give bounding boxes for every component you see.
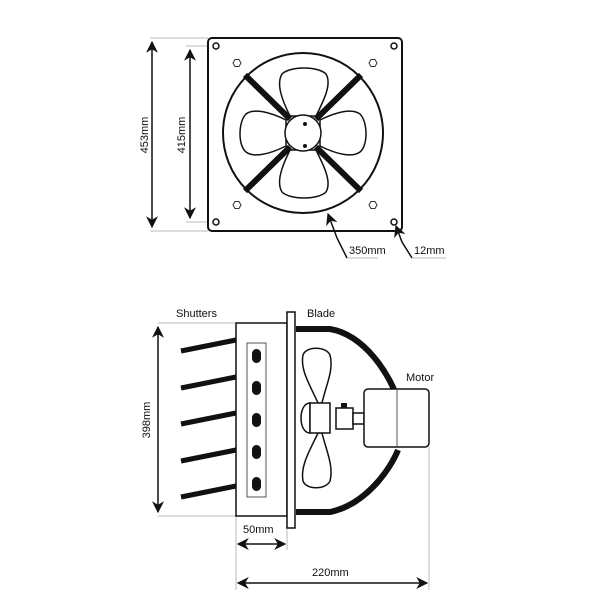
mounting-hole-icon (390, 42, 398, 50)
side-blade (300, 347, 332, 489)
side-view: Shutters Blade Motor 398mm (141, 308, 434, 590)
label-blade: Blade (307, 308, 335, 320)
hex-nut-icon (368, 59, 378, 67)
leader-arrow-12 (394, 224, 413, 259)
mounting-hole-icon (212, 42, 220, 50)
dimension-label-50: 50mm (243, 524, 274, 536)
dimension-label-12: 12mm (414, 245, 445, 257)
fan-ring (222, 52, 384, 214)
dimension-label-350: 350mm (349, 245, 386, 257)
dimension-label-220: 220mm (312, 567, 349, 579)
fan-blades (239, 67, 367, 199)
shutter-pivots (252, 349, 261, 491)
hex-nut-icon (368, 201, 378, 209)
dimension-label-453: 453mm (139, 117, 151, 154)
blade-top (278, 67, 329, 117)
blade-right (319, 110, 367, 156)
hub-screw-icon (303, 122, 307, 126)
hex-nut-icon (232, 59, 242, 67)
hub-screw-icon (303, 144, 307, 148)
blade-bottom (278, 149, 329, 199)
dimension-label-398: 398mm (141, 402, 153, 439)
mounting-hole-icon (212, 218, 220, 226)
set-screw-icon (341, 403, 347, 408)
shutter-blades (180, 337, 237, 500)
leader-arrow-350 (326, 212, 348, 259)
hex-nut-icon (232, 201, 242, 209)
guard-struts (242, 72, 364, 194)
fan-hub (284, 114, 322, 152)
mounting-hole-icon (390, 218, 398, 226)
shaft-coupling (335, 407, 354, 430)
dimension-label-415: 415mm (176, 117, 188, 154)
motor-shaft (352, 412, 365, 425)
label-motor: Motor (406, 372, 434, 384)
label-shutters: Shutters (176, 308, 217, 320)
mounting-flange (286, 311, 296, 529)
front-view: 453mm 415mm (139, 37, 446, 259)
blade-left (239, 110, 287, 156)
